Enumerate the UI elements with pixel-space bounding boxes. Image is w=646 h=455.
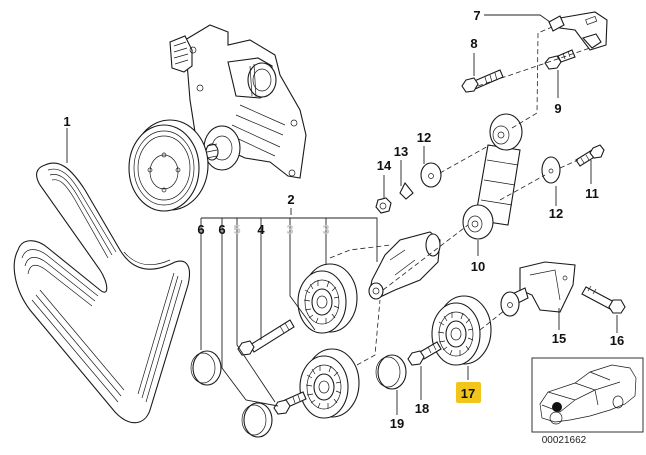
label-15[interactable]: 15 xyxy=(552,331,566,346)
cover-cap-6a xyxy=(190,350,222,386)
washer-12-upper xyxy=(420,162,442,188)
part-labels[interactable]: 1 2 3 3 4 5 6 6 7 8 9 10 11 12 12 13 14 … xyxy=(63,8,624,431)
bracket-7 xyxy=(548,11,608,51)
label-2[interactable]: 2 xyxy=(287,192,294,207)
deflection-pulley-17 xyxy=(431,295,492,366)
bolt-11 xyxy=(575,144,605,167)
label-16[interactable]: 16 xyxy=(610,333,624,348)
hydraulic-tensioner xyxy=(462,113,523,240)
label-6a[interactable]: 6 xyxy=(197,222,204,237)
label-18[interactable]: 18 xyxy=(415,401,429,416)
label-5[interactable]: 5 xyxy=(233,222,240,237)
vehicle-locator-inset: 00021662 xyxy=(531,357,644,446)
label-1[interactable]: 1 xyxy=(63,114,70,129)
label-3a[interactable]: 3 xyxy=(286,222,293,237)
lock-plate-13 xyxy=(399,181,414,200)
label-19[interactable]: 19 xyxy=(390,416,404,431)
label-13[interactable]: 13 xyxy=(394,144,408,159)
label-12b[interactable]: 12 xyxy=(549,206,563,221)
idler-pulley-lower xyxy=(299,348,360,419)
bolt-8 xyxy=(461,69,504,93)
label-9[interactable]: 9 xyxy=(554,101,561,116)
bracket-15 xyxy=(500,261,576,317)
bolt-18 xyxy=(407,341,442,366)
bolt-4 xyxy=(237,319,295,356)
label-10[interactable]: 10 xyxy=(471,259,485,274)
location-marker xyxy=(552,402,562,412)
label-8[interactable]: 8 xyxy=(470,36,477,51)
leader-lines xyxy=(66,14,618,415)
label-17[interactable]: 17 xyxy=(461,386,475,401)
car-outline xyxy=(539,364,637,425)
cover-cap-19 xyxy=(375,354,407,390)
label-6b[interactable]: 6 xyxy=(218,222,225,237)
ribbed-v-belt xyxy=(13,162,191,424)
washer-12-lower xyxy=(541,156,561,184)
label-14[interactable]: 14 xyxy=(377,158,392,173)
idler-pulley-upper xyxy=(297,263,358,334)
bolt-16 xyxy=(581,285,626,314)
label-7[interactable]: 7 xyxy=(473,8,480,23)
label-4[interactable]: 4 xyxy=(257,222,265,237)
highlight-box-17 xyxy=(456,382,481,403)
label-12a[interactable]: 12 xyxy=(417,130,431,145)
document-id: 00021662 xyxy=(542,435,587,446)
bolt-9 xyxy=(544,49,576,70)
pump-pulley xyxy=(128,119,209,212)
hex-nut-14 xyxy=(375,197,392,214)
tensioner-bracket xyxy=(368,231,441,300)
label-3b[interactable]: 3 xyxy=(322,222,329,237)
cover-cap-6b xyxy=(241,402,273,438)
water-pump xyxy=(169,24,307,179)
bolt-5 xyxy=(273,391,307,415)
label-11[interactable]: 11 xyxy=(585,186,599,201)
